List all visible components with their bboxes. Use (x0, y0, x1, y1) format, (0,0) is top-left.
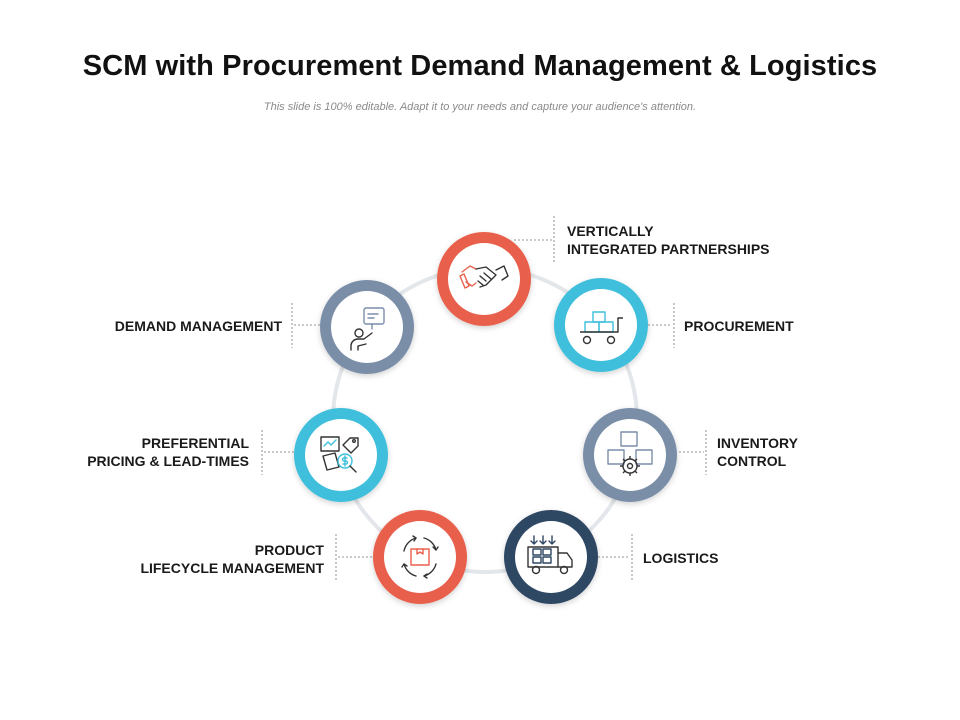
label-procurement: PROCUREMENT (684, 318, 794, 334)
node-procurement (554, 278, 675, 372)
node-logistics (504, 510, 633, 604)
node-demand-management (291, 280, 414, 374)
node-product-lifecycle (335, 510, 467, 604)
node-inventory-control (583, 408, 707, 502)
delivery-truck-icon (527, 535, 573, 575)
label-logistics: LOGISTICS (643, 550, 719, 566)
label-product-lifecycle: PRODUCT LIFECYCLE MANAGEMENT (140, 542, 324, 576)
node-preferential-pricing (261, 408, 388, 502)
boxes-gear-icon (607, 431, 653, 476)
label-inventory-control: INVENTORY CONTROL (717, 435, 798, 469)
label-vertically-integrated: VERTICALLY INTEGRATED PARTNERSHIPS (567, 223, 770, 257)
pricing-analysis-icon (320, 436, 359, 473)
label-demand-management: DEMAND MANAGEMENT (114, 318, 282, 334)
handshake-icon (459, 265, 509, 289)
page-subtitle: This slide is 100% editable. Adapt it to… (263, 101, 697, 113)
box-cycle-icon (401, 535, 439, 579)
node-vertically-integrated (437, 216, 555, 326)
page-title: SCM with Procurement Demand Management &… (82, 50, 878, 82)
cart-boxes-icon (580, 311, 623, 345)
person-message-icon (350, 307, 385, 351)
label-preferential-pricing: PREFERENTIAL PRICING & LEAD-TIMES (87, 435, 249, 469)
